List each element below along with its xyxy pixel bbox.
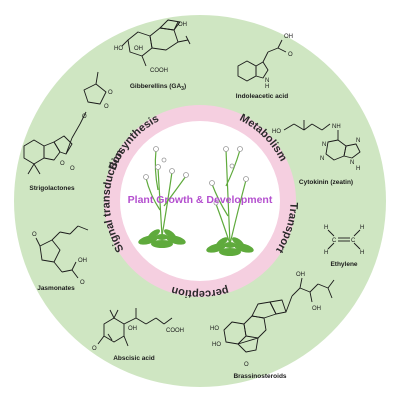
ethylene-group-6: C [351, 238, 356, 244]
jasmonate-group-1: O [32, 232, 37, 238]
strigolactone-group-4: O [104, 104, 109, 110]
brassinosteroid-group-2: OH [296, 272, 305, 278]
gibberellin-structure [121, 19, 191, 67]
jasmonate-structure [35, 225, 89, 279]
cytokinin-structure [283, 120, 361, 161]
ethylene-structure [327, 229, 361, 250]
jasmonate-group-2: OH [78, 258, 87, 264]
ethylene-name: Ethylene [330, 261, 357, 268]
iaa-group-1: OH [284, 34, 293, 40]
abscisic-group-1: OH [128, 326, 137, 332]
gibberellins-name: Gibberellins (GA3) [130, 83, 186, 92]
strigolactone-group-5: O [108, 90, 113, 96]
ethylene-group-4: H [360, 250, 364, 256]
strigolactone-group-3: O [82, 114, 87, 120]
gibberellin-group-4: COOH [150, 68, 168, 74]
cytokinin-name: Cytokinin (zeatin) [299, 179, 353, 186]
strigolactone-group-1: O [60, 161, 65, 167]
perception-label: perception [170, 284, 230, 300]
cytokinin-group-2: NH [332, 124, 341, 130]
cytokinin-group-5: N [356, 138, 360, 144]
brassinosteroid-group-1: HO [210, 326, 219, 332]
brassinosteroids-name: Brassinosteroids [233, 373, 286, 380]
abscisic-acid-name: Abscisic acid [113, 355, 155, 362]
cytokinin-group-3: N [322, 142, 326, 148]
cytokinin-group-7: H [356, 166, 360, 172]
iaa-group-4: H [265, 84, 269, 90]
ethylene-group-3: H [360, 225, 364, 231]
indoleacetic-acid-name: Indoleacetic acid [236, 93, 288, 100]
brassinosteroid-group-3: OH [312, 306, 321, 312]
plant-left-illustration [138, 146, 189, 248]
ethylene-group-1: H [324, 225, 328, 231]
cytokinin-group-4: N [320, 156, 324, 162]
iaa-group-3: N [265, 78, 269, 84]
gibberellin-group-1: HO [114, 46, 123, 52]
strigolactone-group-2: O [70, 166, 75, 172]
indoleacetic-acid-structure [237, 39, 287, 82]
plant-right-illustration [206, 146, 254, 256]
cytokinin-group-6: N [350, 160, 354, 166]
jasmonate-group-3: O [80, 280, 85, 286]
gibberellin-group-3: OH [178, 22, 187, 28]
strigolactones-name: Strigolactones [29, 185, 75, 192]
abscisic-acid-structure [97, 308, 173, 347]
brassinosteroid-structure [223, 277, 335, 353]
abscisic-group-3: COOH [166, 328, 184, 334]
jasmonates-name: Jasmonates [37, 285, 75, 292]
strigolactone-structure [23, 71, 107, 175]
brassinosteroid-group-5: O [244, 362, 249, 368]
cytokinin-group-1: HO [272, 129, 281, 135]
ethylene-group-5: C [332, 238, 337, 244]
center-title: Plant Growth & Development [128, 194, 273, 206]
gibberellin-group-2: OH [134, 46, 143, 52]
ethylene-group-2: H [324, 250, 328, 256]
iaa-group-2: O [288, 52, 293, 58]
abscisic-group-2: O [92, 346, 97, 352]
brassinosteroid-group-4: HO [212, 342, 221, 348]
